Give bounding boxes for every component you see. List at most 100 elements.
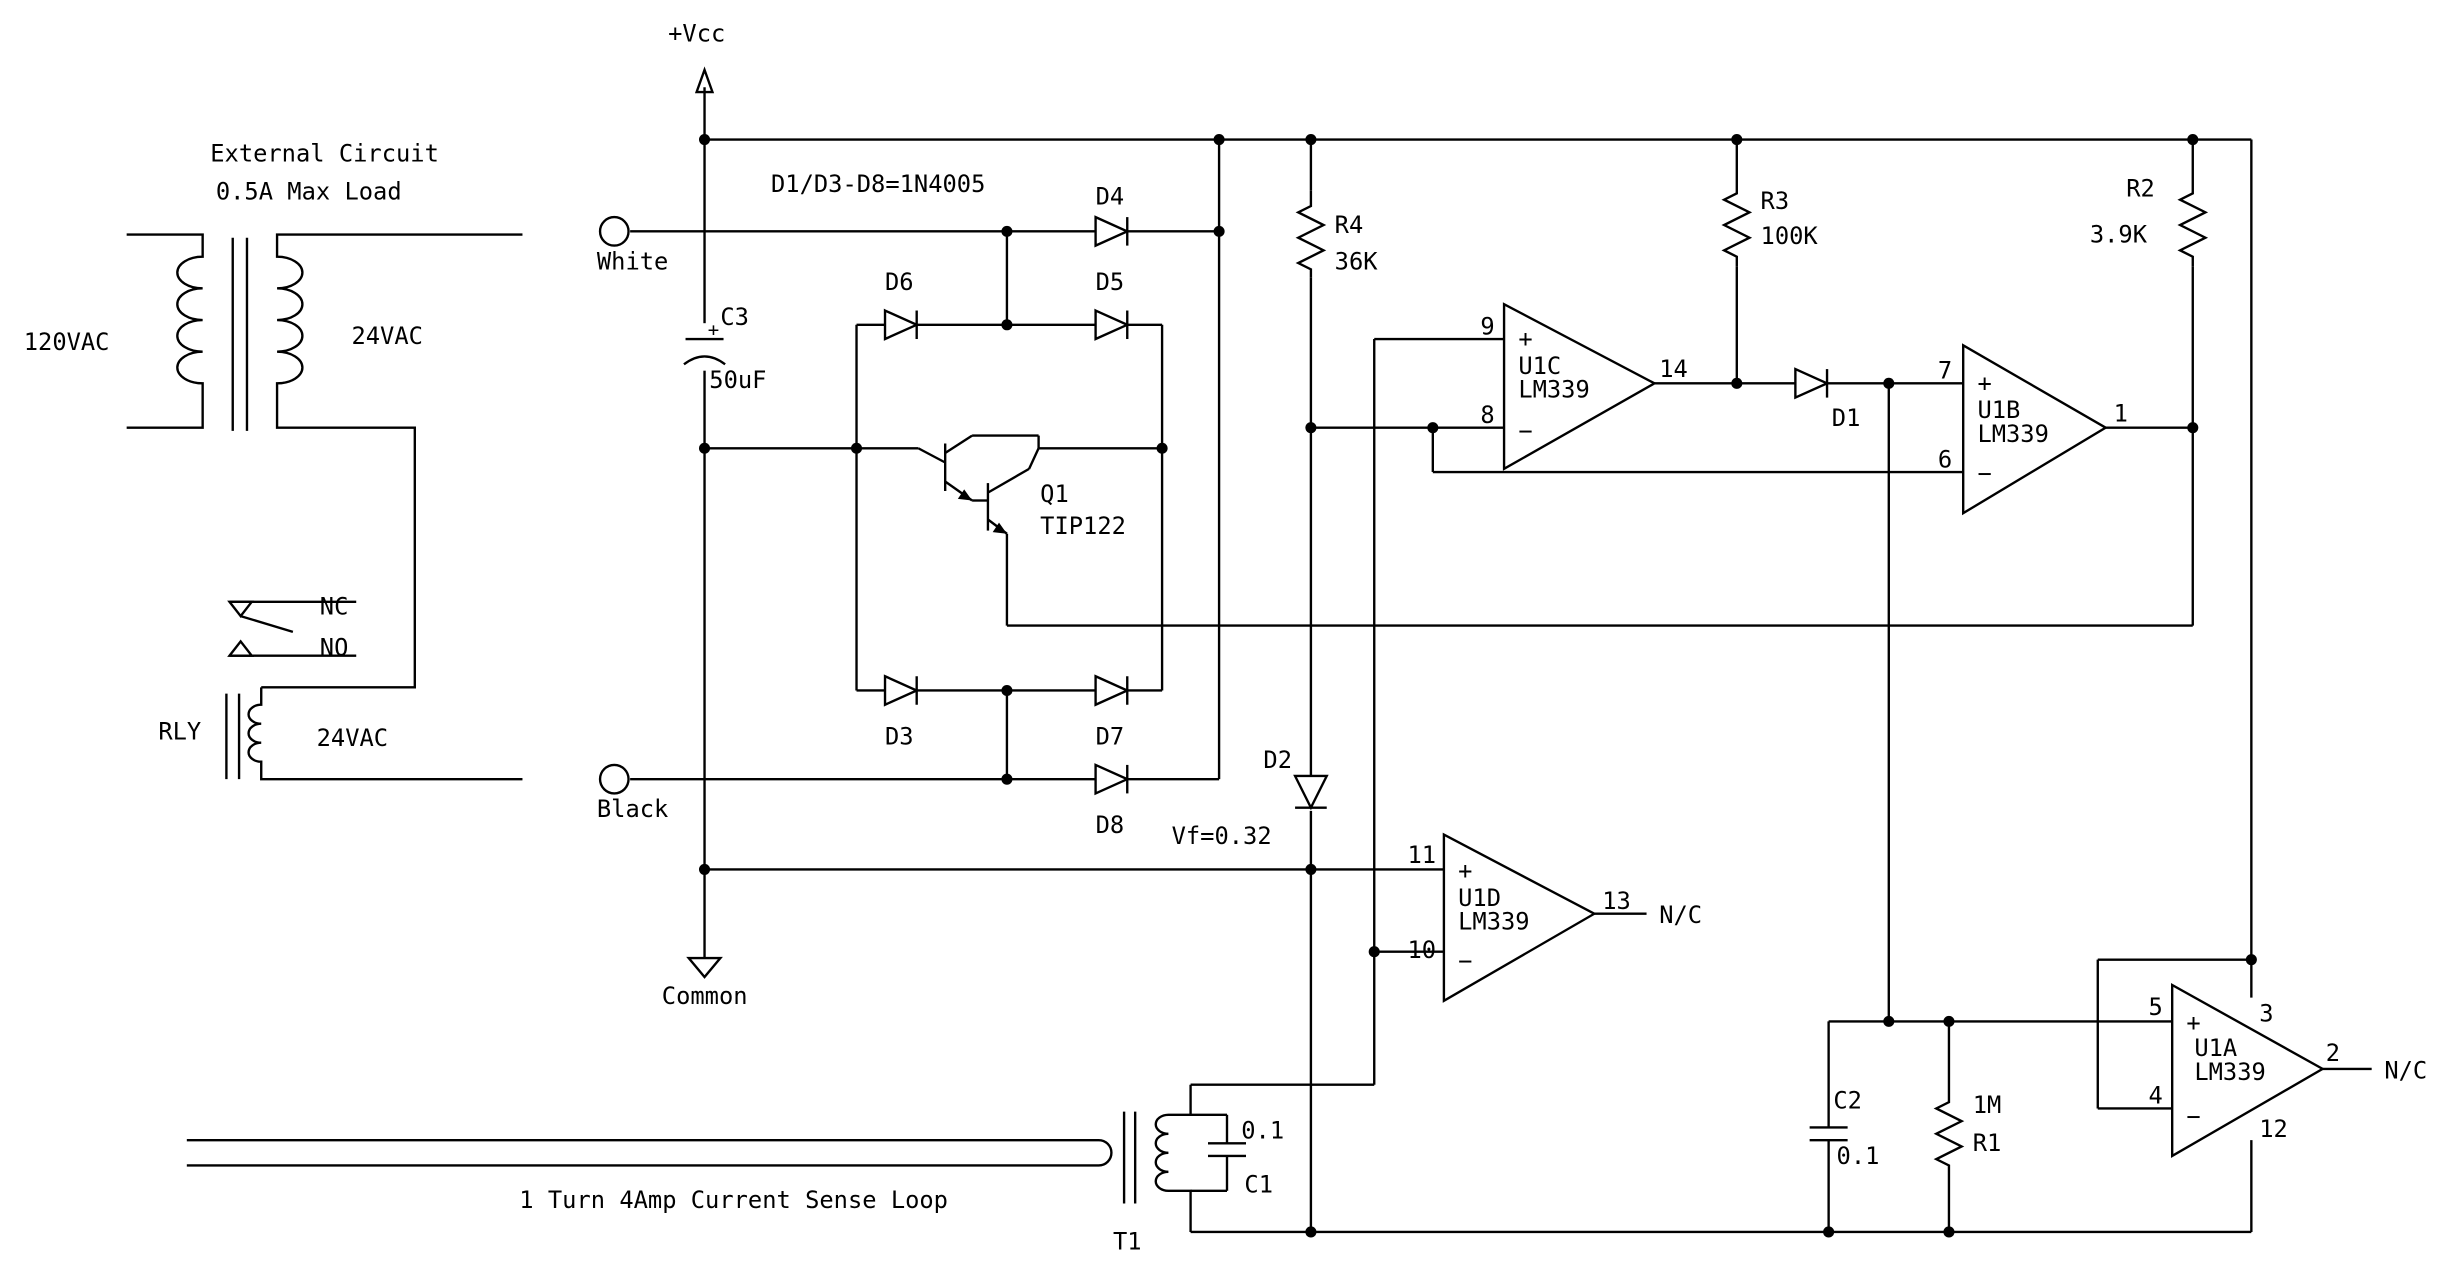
u1a-plus-sign: +	[2186, 1009, 2200, 1037]
r1-ref: R1	[1973, 1129, 2002, 1157]
d4-label: D4	[1096, 182, 1125, 210]
external-max-load: 0.5A Max Load	[216, 178, 402, 206]
u1a-pin-out: 2	[2326, 1039, 2340, 1067]
common-ground-symbol: Common	[662, 956, 748, 1010]
opamp-u1b: + − U1B LM339 7 6 1	[1938, 343, 2128, 516]
d8-label: D8	[1096, 811, 1125, 839]
u1a-pin-vcc: 3	[2259, 999, 2273, 1027]
u1c-part: LM339	[1518, 376, 1589, 404]
u1c-plus-sign: +	[1518, 325, 1532, 353]
q1-part: TIP122	[1040, 512, 1126, 540]
r1-value: 1M	[1973, 1091, 2002, 1119]
external-title: External Circuit	[210, 140, 439, 168]
opamp-u1c: + − U1C LM339 9 8 14	[1480, 302, 1688, 471]
c3-ref: C3	[720, 303, 749, 331]
u1a-part: LM339	[2194, 1058, 2265, 1086]
r2-ref: R2	[2126, 175, 2155, 203]
u1d-output-nc: N/C	[1659, 901, 1702, 929]
opamp-u1d: + − U1D LM339 11 10 13 N/C	[1407, 832, 1702, 1003]
u1c-ref: U1C	[1518, 352, 1561, 380]
r3-ref: R3	[1761, 187, 1790, 215]
u1a-minus-sign: −	[2186, 1102, 2200, 1130]
secondary-voltage-label: 24VAC	[351, 322, 422, 350]
diode-d5: D5	[1094, 268, 1131, 341]
u1d-pin-out: 13	[1602, 887, 1631, 915]
u1b-pin-plus: 7	[1938, 357, 1952, 385]
u1d-pin-minus: 10	[1407, 936, 1436, 964]
u1b-pin-out: 1	[2114, 399, 2128, 427]
r4-value: 36K	[1335, 247, 1379, 275]
u1d-part: LM339	[1458, 908, 1529, 936]
white-terminal: White	[597, 215, 668, 275]
u1a-pin-gnd: 12	[2259, 1115, 2288, 1143]
resistor-r2: R2 3.9K	[2090, 175, 2209, 267]
u1c-pin-out: 14	[1659, 355, 1688, 383]
u1b-ref: U1B	[1977, 396, 2020, 424]
r3-value: 100K	[1761, 222, 1819, 250]
relay-nc-label: NC	[320, 593, 349, 621]
diode-d7: D7	[1094, 674, 1131, 750]
u1d-minus-sign: −	[1458, 947, 1472, 975]
d5-label: D5	[1096, 268, 1125, 296]
t1-ref: T1	[1113, 1227, 1142, 1255]
u1a-pin-minus: 4	[2148, 1082, 2162, 1110]
d2-label: D2	[1263, 746, 1292, 774]
d7-label: D7	[1096, 722, 1125, 750]
u1a-pin-plus: 5	[2148, 993, 2162, 1021]
common-label: Common	[662, 982, 748, 1010]
u1c-minus-sign: −	[1518, 417, 1532, 445]
black-terminal-label: Black	[597, 795, 668, 823]
diode-note: D1/D3-D8=1N4005	[771, 170, 985, 198]
c2-value: 0.1	[1837, 1142, 1880, 1170]
relay-ref: RLY	[158, 718, 201, 746]
capacitor-c3: + C3 50uF	[683, 303, 766, 394]
d3-label: D3	[885, 722, 914, 750]
transistor-q1: Q1 TIP122	[917, 434, 1126, 540]
r2-value: 3.9K	[2090, 220, 2148, 248]
u1d-ref: U1D	[1458, 884, 1501, 912]
resistor-r1: 1M R1	[1933, 1089, 2002, 1175]
sense-loop-label: 1 Turn 4Amp Current Sense Loop	[519, 1186, 948, 1214]
u1d-pin-plus: 11	[1407, 841, 1436, 869]
u1a-output-nc: N/C	[2384, 1056, 2427, 1084]
capacitor-c1: 0.1 C1	[1190, 1113, 1284, 1198]
diode-d4: D4	[1094, 182, 1131, 248]
d2-vf: Vf=0.32	[1172, 822, 1272, 850]
c1-ref: C1	[1244, 1170, 1273, 1198]
r4-ref: R4	[1335, 211, 1364, 239]
u1b-pin-minus: 6	[1938, 445, 1952, 473]
vcc-label: +Vcc	[668, 19, 725, 47]
u1b-part: LM339	[1977, 420, 2048, 448]
opamp-u1a: + − U1A LM339 5 4 3 12 2 N/C	[2148, 982, 2427, 1159]
u1b-minus-sign: −	[1977, 460, 1991, 488]
c2-ref: C2	[1833, 1086, 1862, 1114]
relay-coil-label: 24VAC	[317, 724, 388, 752]
u1c-pin-plus: 9	[1480, 312, 1494, 340]
capacitor-c2: C2 0.1	[1809, 1086, 1880, 1170]
diode-d3: D3	[883, 674, 920, 750]
external-circuit: External Circuit 0.5A Max Load 120VAC 24…	[24, 140, 523, 781]
c3-value: 50uF	[709, 366, 766, 394]
u1d-plus-sign: +	[1458, 857, 1472, 885]
relay-no-label: NO	[320, 634, 349, 662]
u1b-plus-sign: +	[1977, 369, 1991, 397]
d1-label: D1	[1832, 404, 1861, 432]
black-terminal: Black	[597, 763, 668, 823]
c1-value: 0.1	[1241, 1117, 1284, 1145]
vcc-symbol: +Vcc	[668, 19, 725, 94]
q1-ref: Q1	[1040, 480, 1069, 508]
wires	[186, 87, 2253, 1234]
transformer-t1: T1	[1113, 1084, 1192, 1255]
diode-d6: D6	[883, 268, 920, 341]
diode-d1: D1	[1794, 367, 1861, 432]
d6-label: D6	[885, 268, 914, 296]
diode-d8: D8	[1094, 763, 1131, 839]
resistor-r3: R3 100K	[1721, 177, 1819, 267]
u1a-ref: U1A	[2194, 1034, 2237, 1062]
resistor-r4: R4 36K	[1295, 190, 1379, 278]
u1c-pin-minus: 8	[1480, 401, 1494, 429]
primary-voltage-label: 120VAC	[24, 328, 110, 356]
diode-d2: D2 Vf=0.32	[1172, 746, 1329, 850]
relay: RLY NC NO 24VAC	[158, 593, 523, 781]
